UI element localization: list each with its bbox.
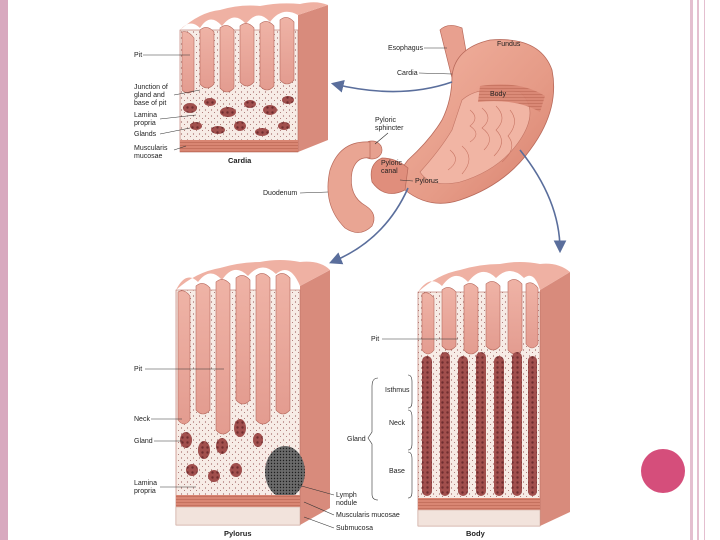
body-label-pit: Pit [371,336,379,343]
connector-arrows [329,80,567,265]
stomach-body-muscle [478,84,545,112]
body-label-gland: Gland [347,436,366,443]
pylorus-tissue-block [175,260,330,526]
cardia-leader-lamina [159,114,197,120]
pylorus-label-lymph-1: Lymph [336,492,357,499]
pylorus-label-neck: Neck [134,416,150,423]
pylorus-labels: Pit Neck Gland Lamina propria Lymph nodu… [134,366,400,538]
leader-cardia [418,72,453,75]
slide-border-right-3 [704,0,705,540]
body-tissue-block [417,262,570,527]
pylorus-top-surface [176,260,330,290]
pylorus-pits [177,273,291,435]
pylorus-leader-muscularis [303,501,335,516]
body-caption: Body [466,529,486,538]
cardia-top-surface [180,2,328,31]
body-muscularis-band [418,498,540,510]
body-pits [421,279,539,355]
arrow-to-pylorus [329,187,409,265]
bracket-base [407,451,413,499]
pylorus-submucosa [175,506,301,526]
body-labels: Pit Isthmus Neck Gland Base Body [347,336,486,538]
cardia-front-face [179,29,299,153]
body-label-isthmus: Isthmus [385,387,410,394]
slide-border-right-1 [690,0,693,540]
cardia-label-lamina-1: Lamina [134,112,157,119]
pyloric-region [370,157,409,194]
cardia-side-face [298,5,328,152]
pylorus-label-lymph-2: nodule [336,500,357,507]
slide-border-right-2 [697,0,699,540]
cardia-label-lamina-2: propria [134,120,156,127]
label-pylorus: Pylorus [415,178,439,185]
pylorus-glands [180,419,263,482]
pylorus-side-face [300,270,330,525]
label-cardia: Cardia [397,70,418,77]
pylorus-label-lamina-1: Lamina [134,480,157,487]
cardia-muscularis-band [180,140,298,152]
cardia-pits [181,17,295,94]
pylorus-caption: Pylorus [224,529,252,538]
pylorus-leader-submucosa [303,516,335,529]
label-pyloric-canal-1: Pyloric [381,160,403,167]
body-submucosa [417,509,541,527]
label-esophagus: Esophagus [388,45,424,52]
body-label-neck: Neck [389,420,405,427]
label-duodenum: Duodenum [263,190,297,197]
duodenum-tube [327,141,375,233]
body-top-surface [418,262,570,292]
cardia-glands [183,96,294,136]
stomach-rugae [447,105,515,175]
label-pyloric-sphincter-1: Pyloric [375,117,397,124]
body-side-face [540,272,570,526]
stomach-labels: Esophagus Fundus Cardia Body Pyloric sph… [263,41,521,197]
label-body: Body [490,91,506,98]
slide-border-left [0,0,8,540]
pylorus-leader-lymph [297,484,335,496]
pylorus-label-pit: Pit [134,366,142,373]
stomach-illustration [327,25,555,233]
body-label-base: Base [389,468,405,475]
label-pyloric-sphincter-2: sphincter [375,125,404,132]
cardia-label-glands: Glands [134,131,157,138]
cardia-leader-muscularis [173,145,187,151]
leader-pyloric-sphincter [374,132,389,145]
cardia-leader-junction [173,89,201,96]
cardia-label-junction-1: Junction of [134,84,168,91]
cardia-leader-glands [159,127,191,135]
arrow-to-cardia [330,80,453,93]
cardia-label-junction-3: base of pit [134,100,166,107]
cardia-label-muscularis-1: Muscularis [134,145,168,152]
label-fundus: Fundus [497,41,521,48]
arrow-to-body [519,149,567,254]
cardia-labels: Pit Junction of gland and base of pit La… [134,52,252,165]
body-glands [422,352,537,496]
cardia-label-junction-2: gland and [134,92,165,99]
pylorus-label-submucosa: Submucosa [336,525,373,532]
bracket-neck [407,409,413,451]
cardia-label-pit: Pit [134,52,142,59]
lymph-nodule [265,446,305,498]
bracket-isthmus [407,374,413,409]
pylorus-label-gland: Gland [134,438,153,445]
pylorus-label-lamina-2: propria [134,488,156,495]
slide-accent-dot [641,449,685,493]
cardia-caption: Cardia [228,156,252,165]
cardia-label-muscularis-2: mucosae [134,153,163,160]
pylorus-muscularis-band [176,495,300,507]
leader-duodenum [299,191,329,194]
leader-pylorus [399,179,414,182]
label-pyloric-canal-2: canal [381,168,398,175]
pylorus-label-muscularis: Muscularis mucosae [336,512,400,519]
bracket-gland [367,377,379,501]
cardia-tissue-block [179,2,328,153]
